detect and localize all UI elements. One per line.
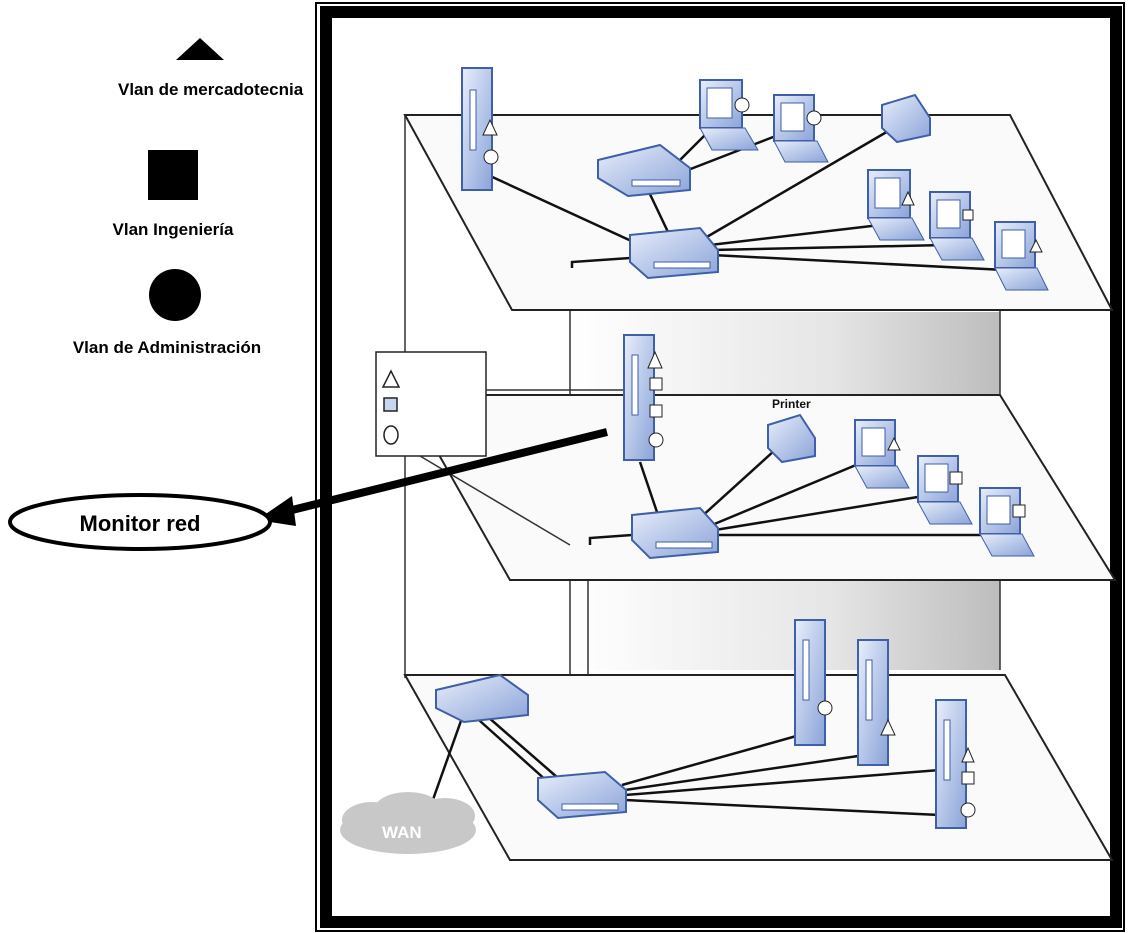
triangle-legend-icon (176, 38, 224, 60)
callout-label: Monitor red (80, 511, 201, 536)
pc-middle-3 (979, 487, 1035, 557)
monitor-triangle-icon (381, 369, 401, 388)
legend-label-administration: Vlan de Administración (72, 338, 262, 357)
monitor-square-icon (383, 397, 398, 412)
pc-top-5 (994, 221, 1049, 291)
diagram-frame-inner (320, 6, 1122, 928)
pc-top-2 (773, 94, 829, 163)
printer-middle (767, 413, 816, 464)
printer-top (881, 93, 931, 144)
pc-middle-2 (917, 455, 973, 525)
switch-middle (631, 506, 719, 560)
printer-label: Printer (772, 397, 811, 411)
server-tower-bottom-1 (794, 619, 833, 746)
server-tower-bottom-3 (935, 699, 976, 829)
wan-label: WAN (382, 823, 422, 842)
wall-shade-lower (572, 580, 1000, 670)
server-tower-middle (623, 334, 664, 461)
server-tower-top (461, 67, 499, 191)
square-legend-icon (148, 150, 198, 200)
circle-legend-icon (149, 269, 201, 321)
middle-floor-cables (588, 449, 985, 545)
pc-top-1 (699, 79, 759, 151)
pc-middle-1 (854, 419, 910, 489)
diagram-frame (315, 2, 1125, 932)
wan-cloud (340, 792, 476, 854)
switch-top (629, 226, 719, 280)
pc-top-3 (867, 169, 925, 241)
monitor-circle-icon (383, 425, 399, 445)
callout-arrow-line (283, 428, 608, 516)
legend-label-marketing: Vlan de mercadotecnia (118, 80, 304, 99)
router-top (597, 143, 691, 198)
bottom-floor-cables (428, 709, 941, 817)
pc-top-4 (929, 191, 985, 261)
callout-ellipse (8, 493, 272, 551)
server-tower-bottom-2 (857, 639, 896, 766)
legend-label-engineering: Vlan Ingeniería (112, 220, 234, 239)
router-bottom (435, 673, 529, 724)
switch-bottom (537, 770, 627, 820)
